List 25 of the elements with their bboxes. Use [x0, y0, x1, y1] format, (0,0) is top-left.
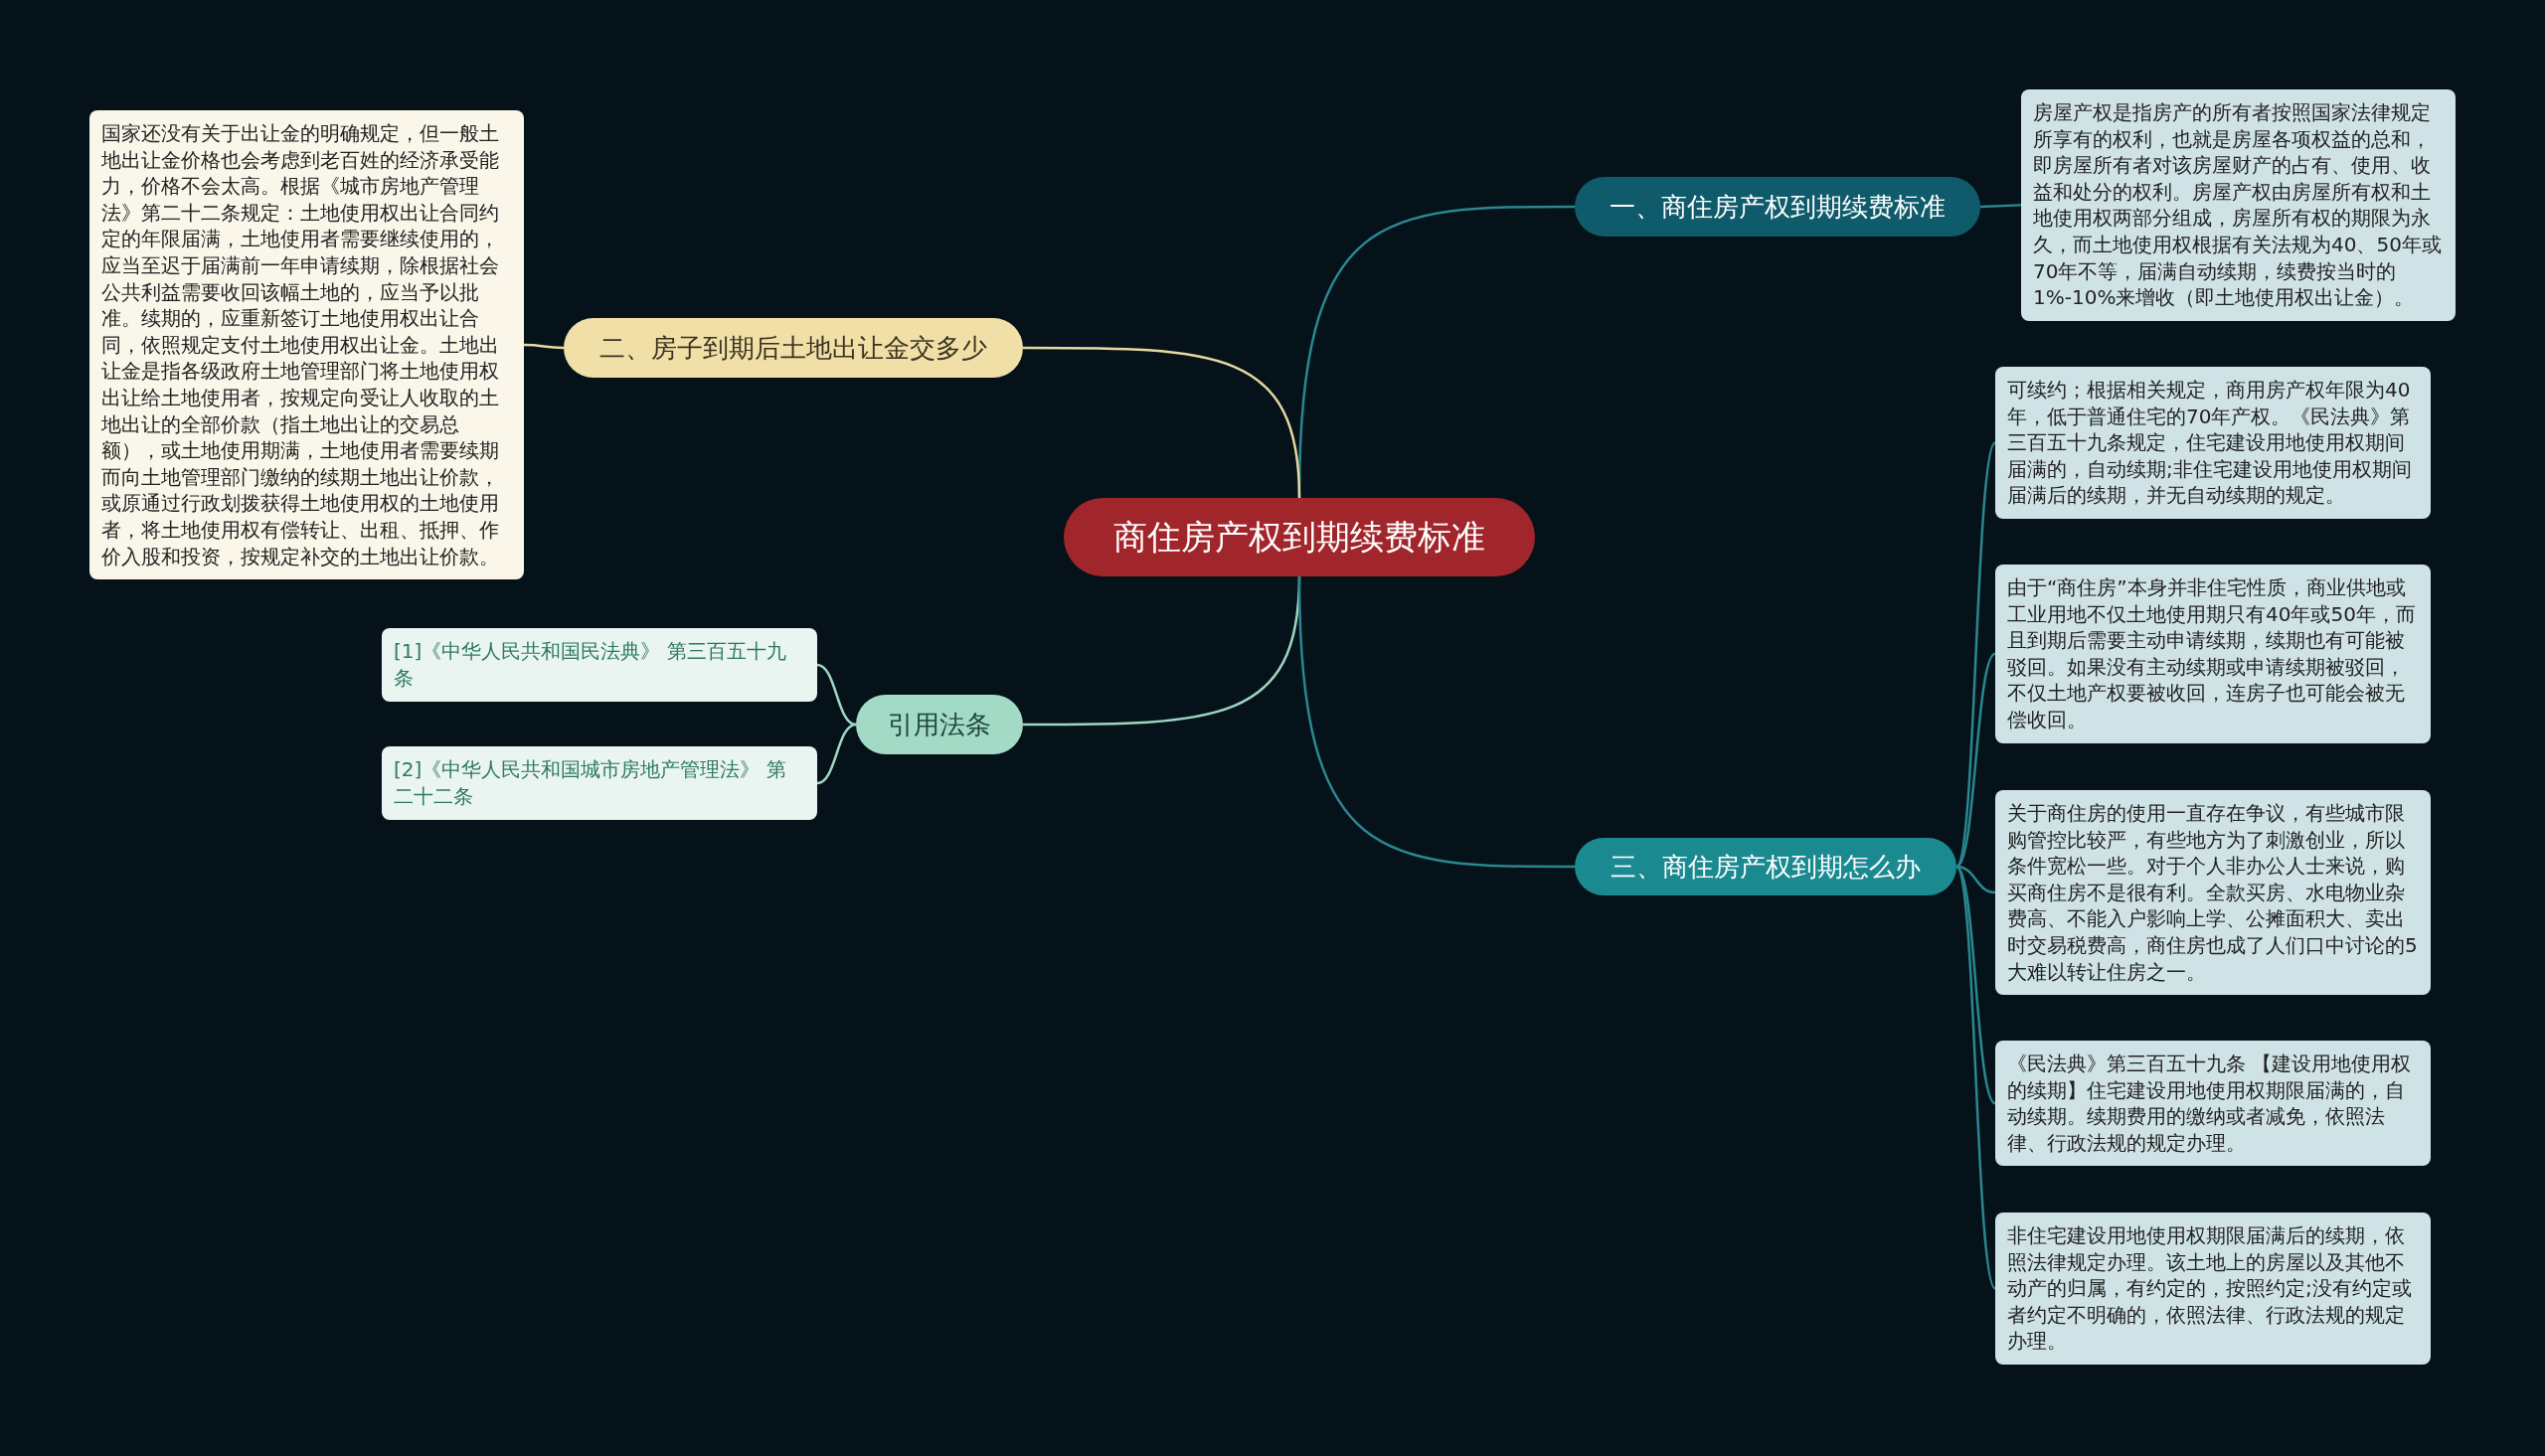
citation-card: [1]《中华人民共和国民法典》 第三百五十九条 [382, 628, 817, 702]
central-topic: 商住房产权到期续费标准 [1064, 498, 1535, 576]
connector-line [1297, 575, 1575, 869]
connector-line [1979, 204, 2022, 209]
text-card: 由于“商住房”本身并非住宅性质，商业供地或工业用地不仅土地使用期只有40年或50年，而且到期后需要主动申请续期，续期也有可能被驳回。如果没有主动续期或申请续期被驳回，不仅土地产权要被收回，连房子也可能会被无偿收回。 [1995, 565, 2431, 743]
text-card: 《民法典》第三百五十九条 【建设用地使用权的续期】住宅建设用地使用权期限届满的，自动续期。续期费用的缴纳或者减免，依照法律、行政法规的规定办理。 [1995, 1041, 2431, 1167]
text-card: 可续约；根据相关规定，商用房产权年限为40年，低于普通住宅的70年产权。《民法典》第三百五十九条规定，住宅建设用地使用权期间届满的，自动续期;非住宅建设用地使用权期间届满后的续期，并无自动续期的规定。 [1995, 367, 2431, 519]
connector-line [1954, 441, 1997, 868]
connector-line [1955, 865, 1996, 894]
branch-topic: 一、商住房产权到期续费标准 [1575, 177, 1980, 237]
connector-line [816, 723, 857, 785]
connector-line [524, 343, 564, 350]
connector-line [1955, 866, 1996, 1105]
text-card: 国家还没有关于出让金的明确规定，但一般土地出让金价格也会考虑到老百姓的经济承受能力，价格不会太高。根据《城市房地产管理法》第二十二条规定：土地使用权出让合同约定的年限届满，土地使用者需要继续使用的，应当至迟于届满前一年申请续期，除根据社会公共利益需要收回该幅土地的，应当予以批准。续期的，应重新签订土地使用权出让合同，依照规定支付土地使用权出让金。土地出让金是指各级政府土地管理部门将土地使用权出让给土地使用者，按规定向受让人收取的土地出让的全部价款（指土地出让的交易总额），或土地使用期满，土地使用者需要续期而向土地管理部门缴纳的续期土地出让价款，或原通过行政划拨获得土地使用权的土地使用者，将土地使用权有偿转让、出租、抵押、作价入股和投资，按规定补交的土地出让价款。 [89, 110, 524, 580]
branch-topic: 三、商住房产权到期怎么办 [1575, 838, 1956, 895]
connector-line [1955, 652, 1996, 868]
citation-card: [2]《中华人民共和国城市房地产管理法》 第二十二条 [382, 746, 817, 820]
branch-topic: 二、房子到期后土地出让金交多少 [564, 318, 1023, 378]
connector-line [1023, 346, 1301, 499]
connector-line [816, 663, 857, 727]
text-card: 房屋产权是指房产的所有者按照国家法律规定所享有的权利，也就是房屋各项权益的总和，即房屋所有者对该房屋财产的占有、使用、收益和处分的权利。房屋产权由房屋所有权和土地使用权两部分组成，房屋所有权的期限为永久，而土地使用权根据有关法规为40、50年或70年不等，届满自动续期，续费按当时的1%-10%来增收（即土地使用权出让金）。 [2021, 89, 2456, 321]
branch-topic: 引用法条 [856, 695, 1023, 754]
text-card: 关于商住房的使用一直存在争议，有些城市限购管控比较严，有些地方为了刺激创业，所以条件宽松一些。对于个人非办公人士来说，购买商住房不是很有利。全款买房、水电物业杂费高、不能入户影响上学、公摊面积大、卖出时交易税费高，商住房也成了人们口中讨论的5大难以转让住房之一。 [1995, 790, 2431, 996]
text-card: 非住宅建设用地使用权期限届满后的续期，依照法律规定办理。该土地上的房屋以及其他不动产的归属，有约定的，按照约定;没有约定或者约定不明确的，依照法律、行政法规的规定办理。 [1995, 1213, 2431, 1365]
connector-line [1954, 866, 1997, 1290]
